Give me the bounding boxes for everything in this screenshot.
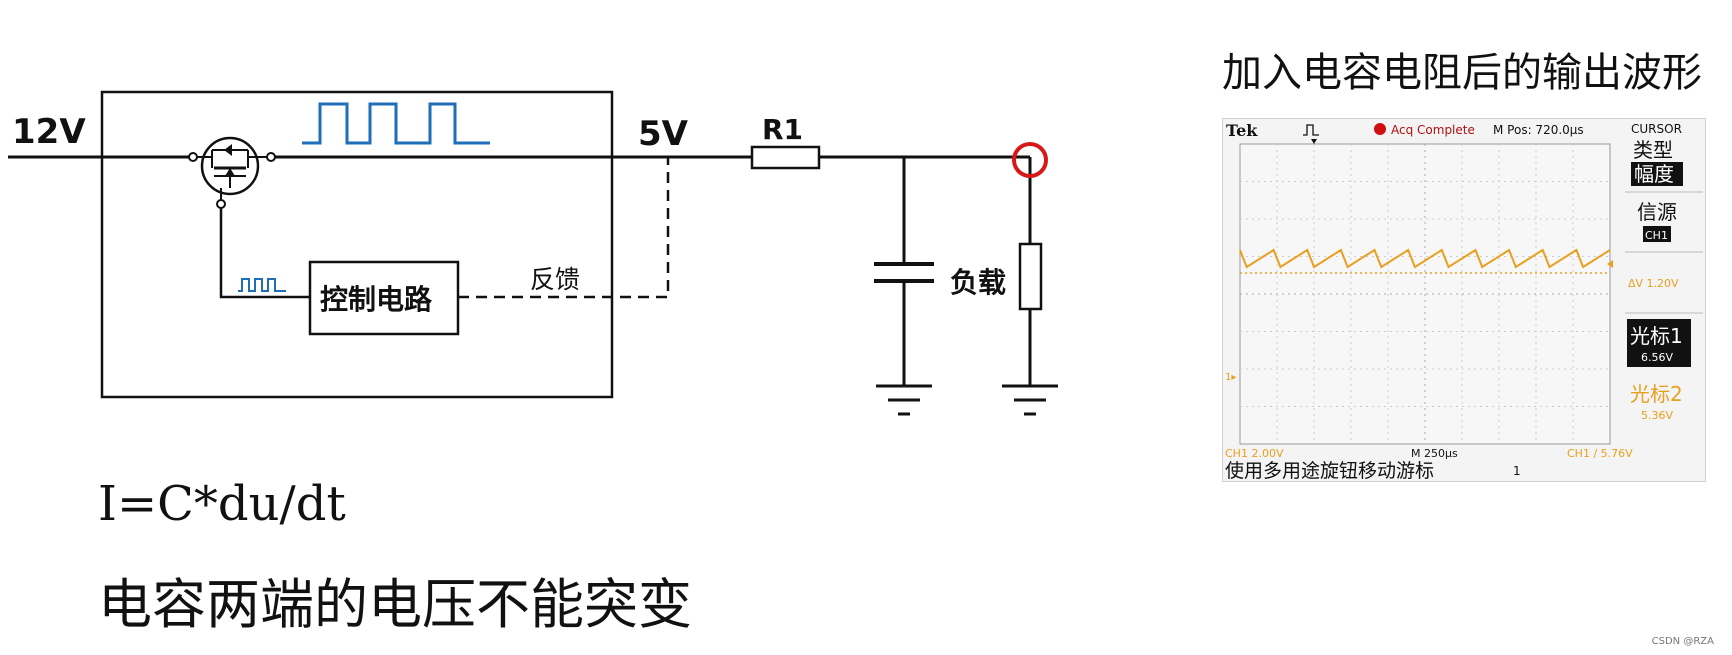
feedback-label: 反馈 (530, 265, 580, 294)
pwm-waveform-small (238, 278, 286, 292)
watermark: CSDN @RZA (1651, 636, 1714, 647)
delta-v-readout: ΔV 1.20V (1628, 277, 1679, 290)
cursor1-value: 6.56V (1641, 351, 1673, 364)
acq-status: Acq Complete (1391, 123, 1475, 137)
measurement-point-marker (1012, 142, 1048, 178)
source-value: CH1 (1645, 229, 1668, 242)
trigger-readout: CH1 ∕ 5.76V (1567, 447, 1633, 460)
trigger-icon (1303, 124, 1319, 136)
load-resistor-icon (1002, 157, 1058, 416)
scope-gridlines (1240, 144, 1610, 444)
output-waveform (1239, 248, 1611, 269)
cursor1-bg (1627, 319, 1691, 367)
trigger-position-icon (1311, 139, 1317, 144)
load-label: 负载 (950, 266, 1006, 299)
scope-hint-number: 1 (1513, 464, 1521, 478)
cursor2-value: 5.36V (1641, 409, 1673, 422)
ch1-marker: 1▸ (1225, 372, 1236, 383)
pwm-waveform-large (302, 102, 490, 145)
source-value-bg (1643, 226, 1671, 242)
capacitor-icon (874, 157, 934, 416)
mosfet-icon (188, 136, 276, 209)
scope-title: 加入电容电阻后的输出波形 (1222, 50, 1702, 96)
oscilloscope-display: Tek Acq Complete M Pos: 720.0µs 1▸ CH1 2… (1225, 121, 1703, 482)
mpos-readout: M Pos: 720.0µs (1493, 123, 1584, 137)
capacitor-formula: I=C*du/dt (98, 476, 346, 532)
type-value-bg (1631, 162, 1683, 186)
resistor-r1 (750, 145, 821, 170)
circuit-diagram: 12V 5V R1 控制电路 反馈 负载 (8, 90, 1058, 416)
scope-hint: 使用多用途旋钮移动游标 (1225, 460, 1434, 481)
oscilloscope-screenshot: Tek Acq Complete M Pos: 720.0µs 1▸ CH1 2… (1222, 118, 1706, 482)
converter-box (100, 90, 614, 399)
output-voltage-label: 5V (638, 114, 689, 154)
type-value: 幅度 (1634, 162, 1674, 186)
timebase: M 250µs (1411, 447, 1458, 460)
gate-wire (219, 208, 310, 299)
source-label: 信源 (1637, 200, 1677, 224)
capacitor-caption: 电容两端的电压不能突变 (98, 573, 692, 636)
scope-brand: Tek (1226, 121, 1258, 140)
type-label: 类型 (1633, 138, 1673, 162)
cursor2-label: 光标2 (1630, 382, 1683, 406)
menu-title: CURSOR (1631, 122, 1682, 136)
input-voltage-label: 12V (12, 112, 86, 152)
cursor1-label: 光标1 (1630, 324, 1683, 348)
trace-end-marker-icon (1607, 260, 1613, 268)
status-dot-icon (1374, 123, 1386, 135)
control-circuit-label: 控制电路 (320, 283, 433, 316)
resistor-label: R1 (762, 113, 803, 146)
ch1-scale: CH1 2.00V (1225, 447, 1284, 460)
control-circuit-box (308, 260, 460, 336)
